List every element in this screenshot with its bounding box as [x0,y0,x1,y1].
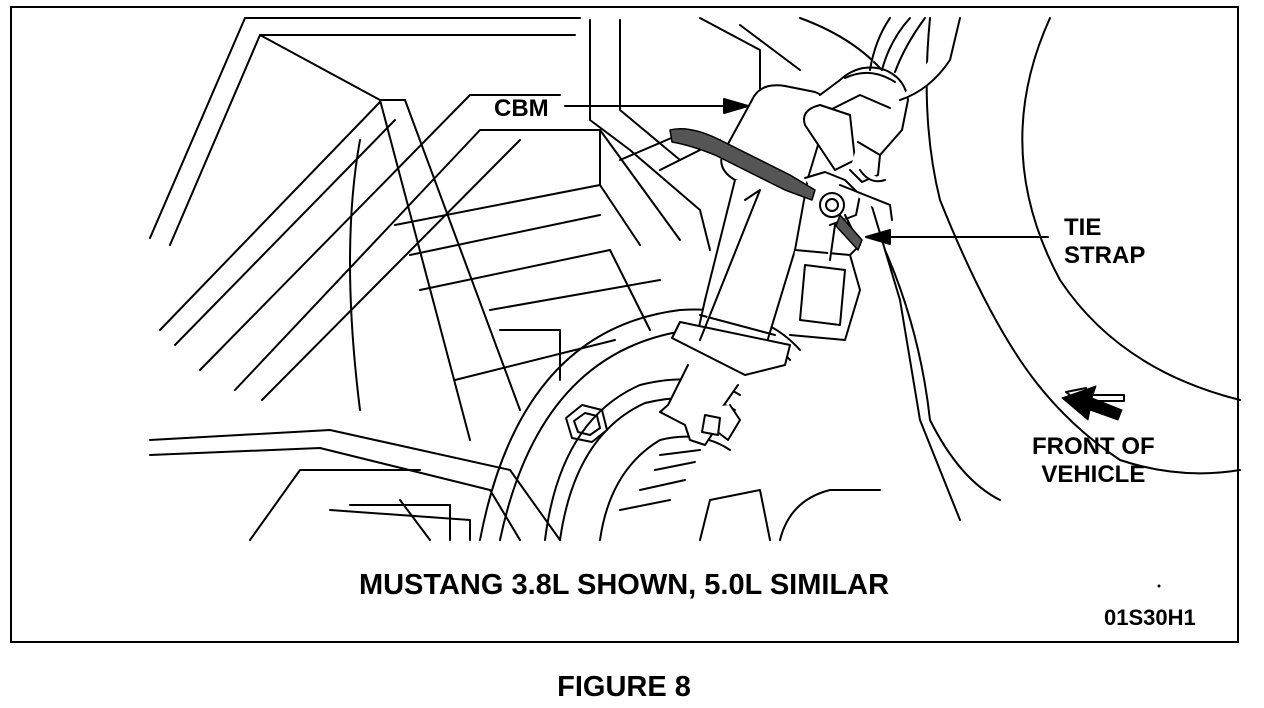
front-label-line2: VEHICLE [1041,461,1146,488]
tie-strap [669,128,863,251]
figure-title: FIGURE 8 [557,671,691,703]
leader-arrows [564,98,1049,245]
cbm-label: CBM [494,95,549,122]
figure-code: 01S30H1 [1104,605,1196,630]
stray-dot [1157,584,1161,588]
tie-strap-label-line1: TIE [1064,214,1102,241]
cbm-sensor [659,84,861,446]
bolt-head [565,404,608,443]
tie-strap-label: TIE STRAP [1064,214,1145,270]
front-label-line1: FRONT OF [1032,433,1155,460]
body-structure [149,17,1241,541]
front-direction-arrow-icon [1061,385,1125,421]
mounting-bracket [804,171,893,256]
tie-strap-label-line2: STRAP [1064,242,1146,269]
figure-caption: MUSTANG 3.8L SHOWN, 5.0L SIMILAR [358,569,890,601]
front-of-vehicle-label: FRONT OF VEHICLE [1032,433,1155,489]
wire-connector [803,17,961,183]
